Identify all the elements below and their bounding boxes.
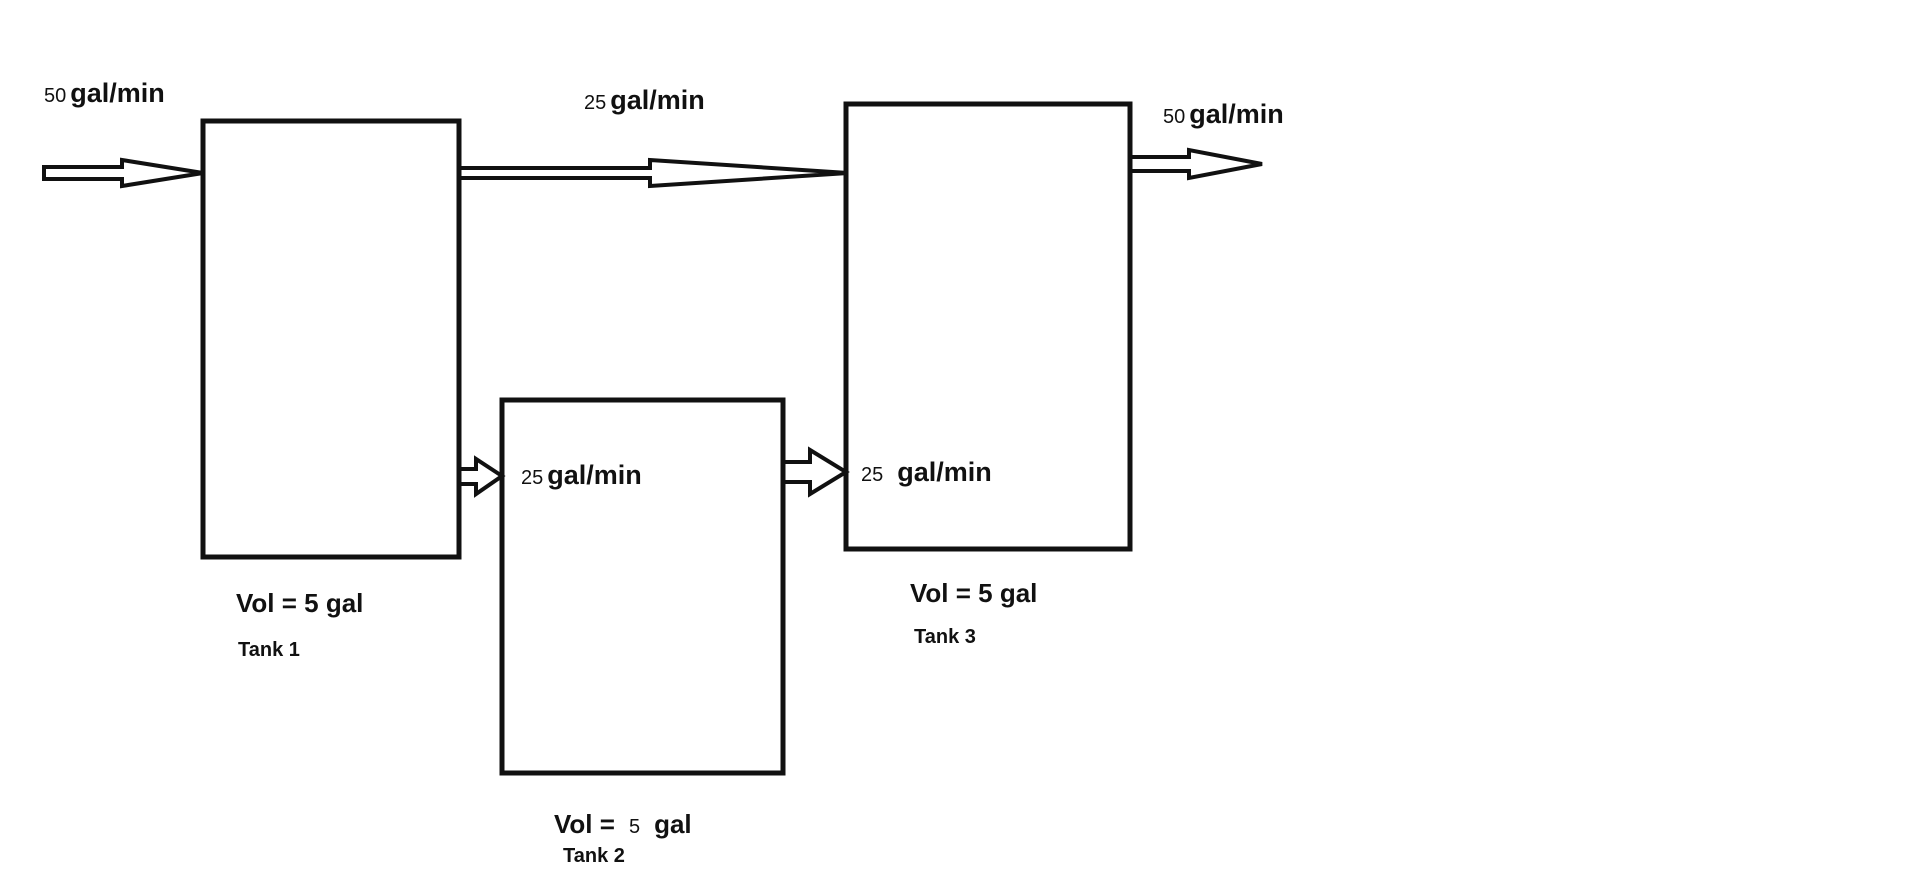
inlet-flow-value: 50 — [44, 85, 67, 107]
tank1-to-tank3-flow-value: 25 — [584, 92, 607, 114]
tank-2-volume-prefix: Vol = — [554, 809, 615, 839]
outlet-flow-unit: gal/min — [1189, 99, 1284, 129]
tank2-to-tank3-arrow — [781, 446, 850, 498]
tank2-to-tank3-flow-label: 25 gal/min — [861, 459, 992, 486]
outlet-flow-value: 50 — [1163, 106, 1186, 128]
tank2-to-tank3-flow-value: 25 — [861, 464, 884, 486]
tank-2-volume-unit: gal — [654, 809, 692, 839]
tank-1-name: Tank 1 — [238, 639, 300, 661]
tank1-to-tank3-flow-unit: gal/min — [610, 85, 705, 115]
tank1-to-tank2-flow-unit: gal/min — [547, 460, 642, 490]
tank2-to-tank3-flow-unit: gal/min — [897, 457, 992, 487]
tank1-to-tank2-flow-value: 25 — [521, 467, 544, 489]
tank-3-name: Tank 3 — [914, 626, 976, 648]
tank-3-box — [843, 101, 1133, 552]
tank1-to-tank2-arrow — [457, 455, 506, 498]
tank-2-box — [499, 397, 786, 776]
outlet-arrow — [1128, 147, 1263, 181]
inlet-arrow — [42, 157, 204, 189]
tank-3-volume-label: Vol = 5 gal — [910, 578, 1038, 608]
tank-2-name: Tank 2 — [563, 845, 625, 867]
inlet-flow-unit: gal/min — [70, 78, 165, 108]
tank1-to-tank3-arrow — [457, 157, 849, 189]
tank-2-volume-value: 5 — [628, 816, 641, 838]
tank-1-volume-label: Vol = 5 gal — [236, 588, 364, 618]
tank-2-volume-label: Vol = 5 gal — [554, 811, 692, 837]
tank-1-box — [200, 118, 462, 560]
